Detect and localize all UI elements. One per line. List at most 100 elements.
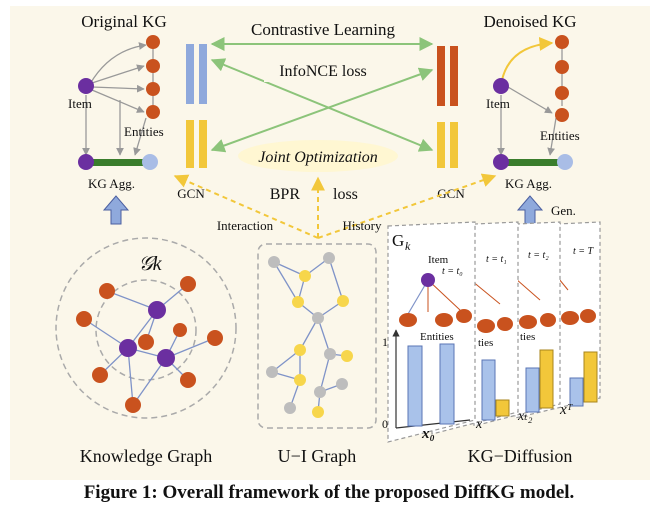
entity-node-icon [146, 35, 160, 49]
ui-node [341, 350, 353, 362]
gcn-right-label: GCN [437, 186, 465, 201]
entity-node-icon [173, 323, 187, 337]
diffusion-item-label: Item [428, 254, 449, 266]
diffusion-bar [525, 367, 540, 413]
entity-node-icon [561, 311, 579, 325]
kg-agg-label-left: KG Agg. [88, 176, 135, 191]
ui-graph-frame [257, 243, 377, 429]
entity-node-icon [555, 86, 569, 100]
contrastive-arrows [210, 37, 434, 153]
denoised-kg-group: Denoised KG Item Entities KG Agg. Gen. [483, 12, 580, 225]
t-t1-label: t = t₁ [486, 254, 507, 265]
kg-agg-label-right: KG Agg. [505, 176, 552, 191]
gk-symbol-left: 𝒢k [138, 253, 162, 275]
original-kg-title: Original KG [81, 12, 166, 31]
gcn-right-orange-bar [450, 46, 458, 106]
ui-node [312, 312, 324, 324]
diffusion-bar [407, 345, 423, 427]
item-node-icon [421, 273, 435, 287]
ui-node [268, 256, 280, 268]
axis-one-label: 1 [382, 335, 388, 349]
ui-node [324, 348, 336, 360]
diffusion-bar [539, 349, 554, 409]
item-node-icon [493, 154, 509, 170]
x-t1-label: x [475, 417, 483, 432]
entity-node-icon [540, 313, 556, 327]
diffusion-entities-label: Entities [420, 331, 454, 343]
ui-node [294, 344, 306, 356]
joint-optimization-label: Joint Optimization [258, 149, 378, 166]
gcn-right-yellow-bar [437, 122, 445, 168]
gcn-right-orange-bar [437, 46, 445, 106]
ui-graph-label: U−I Graph [278, 446, 357, 466]
ui-node [294, 374, 306, 386]
ui-node [336, 378, 348, 390]
entity-node-icon [146, 59, 160, 73]
entity-node-icon [435, 313, 453, 327]
user-node-icon [142, 154, 158, 170]
frame-g-label: G [392, 231, 404, 250]
entity-node-icon [555, 108, 569, 122]
entity-node-icon [99, 283, 115, 299]
ui-graph: U−I Graph [257, 243, 377, 466]
item-node-icon [157, 349, 175, 367]
entity-node-icon [555, 35, 569, 49]
infonce-label-bg [264, 58, 382, 82]
diffusion-bar [569, 377, 584, 407]
axis-zero-label: 0 [382, 417, 388, 431]
entity-node-icon [399, 313, 417, 327]
bpr-label: BPR [270, 186, 301, 203]
ties-label: ties [520, 331, 535, 343]
original-kg-group: Original KG Item Enti [68, 12, 167, 225]
ui-node [299, 270, 311, 282]
entity-node-icon [555, 60, 569, 74]
diffusion-bar [583, 351, 598, 403]
item-node-icon [78, 78, 94, 94]
joint-arrows [173, 173, 497, 239]
x-t2-label: xₜ₂ [517, 409, 533, 424]
entity-node-icon [180, 276, 196, 292]
figure-caption: Figure 1: Overall framework of the propo… [83, 482, 575, 503]
entity-node-icon [580, 309, 596, 323]
diffusion-frame-t0: G k Item t = t₀ Entities 1 0 x₀ [382, 221, 476, 443]
entity-node-icon [477, 319, 495, 333]
entity-node-icon [519, 315, 537, 329]
entity-node-icon [138, 334, 154, 350]
frame-k-label: k [405, 239, 411, 253]
knowledge-graph-label: Knowledge Graph [80, 446, 212, 466]
entity-node-icon [497, 317, 513, 331]
kg-diffusion-label: KG−Diffusion [468, 446, 573, 466]
entity-node-icon [146, 82, 160, 96]
entity-node-icon [146, 105, 160, 119]
up-arrow-icon [102, 195, 130, 225]
knowledge-graph: 𝒢k [55, 237, 237, 466]
ui-node [337, 295, 349, 307]
entity-node-icon [125, 397, 141, 413]
gcn-left-blue-bar [199, 44, 207, 104]
gcn-left-blue-bar [186, 44, 194, 104]
gcn-left-yellow-bar [186, 120, 194, 168]
entities-label-right: Entities [540, 128, 580, 143]
kg-outer-circle [55, 237, 237, 419]
item-node-icon [493, 78, 509, 94]
ui-node [323, 252, 335, 264]
user-node-icon [557, 154, 573, 170]
kg-agg-bar-right [505, 159, 561, 166]
t-t2-label: t = t₂ [528, 250, 549, 261]
ui-node [312, 406, 324, 418]
infonce-loss-label: InfoNCE loss [279, 63, 367, 80]
gcn-left-label: GCN [177, 186, 205, 201]
t-T-label: t = T [573, 246, 595, 257]
gen-label: Gen. [551, 203, 576, 218]
t-t0-label: t = t₀ [442, 266, 463, 277]
item-label-left: Item [68, 96, 92, 111]
item-label-right: Item [486, 96, 510, 111]
ui-node [266, 366, 278, 378]
bpr-loss-suffix: loss [333, 186, 358, 203]
ui-node [284, 402, 296, 414]
ties-label: ties [478, 337, 493, 349]
contrastive-learning-label: Contrastive Learning [251, 20, 395, 39]
entity-node-icon [92, 367, 108, 383]
